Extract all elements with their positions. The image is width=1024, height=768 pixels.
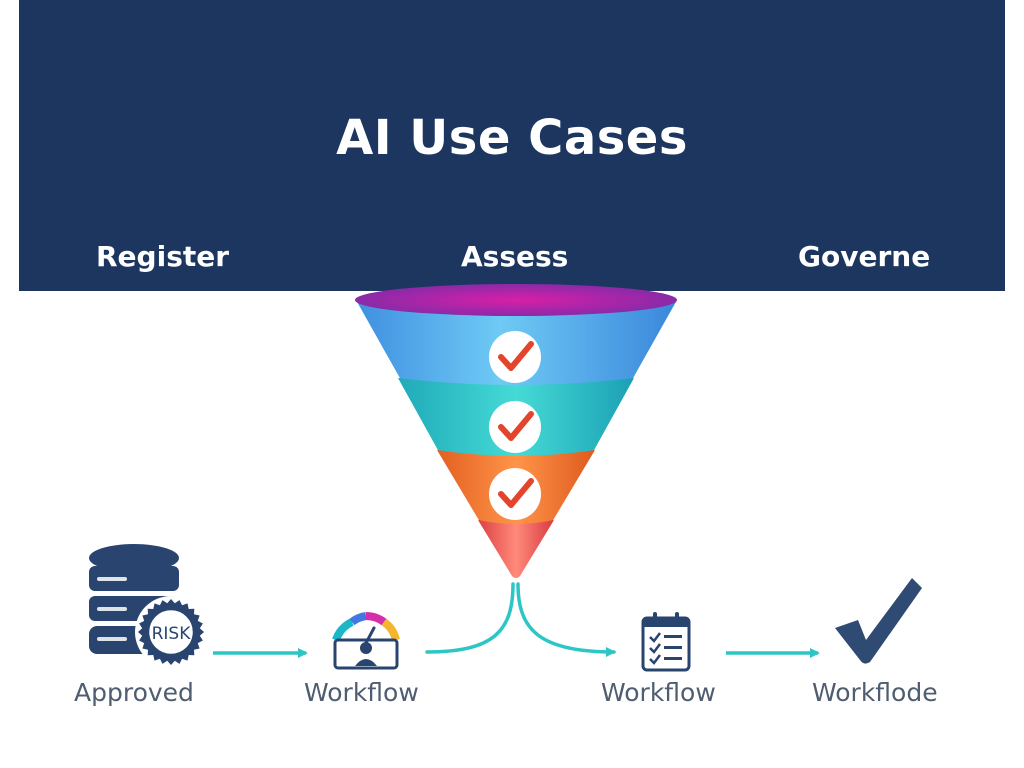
stage-register-label: Register: [96, 240, 230, 273]
flow-line-left: [425, 582, 515, 654]
flow-arrow-right: [516, 582, 616, 657]
check-badge-icon: [489, 331, 541, 383]
checkmark-icon: [835, 578, 922, 664]
risk-seal-icon: RISK: [135, 596, 207, 668]
step-label-workflow-2: Workflow: [601, 678, 716, 707]
risk-badge-text: RISK: [152, 624, 192, 644]
page-title: AI Use Cases: [336, 110, 688, 166]
check-badge-icon: [489, 401, 541, 453]
stage-assess-label: Assess: [461, 240, 569, 273]
checklist-icon: [641, 612, 691, 672]
gauge-icon: [332, 612, 400, 670]
step-label-workflow-1: Workflow: [304, 678, 419, 707]
check-badge-icon: [489, 468, 541, 520]
funnel-top-rim: [355, 284, 677, 316]
step-label-approved: Approved: [74, 678, 194, 707]
step-label-workflode: Workflode: [812, 678, 938, 707]
funnel-tip: [478, 520, 554, 578]
stage-governe-label: Governe: [798, 240, 931, 273]
header-banner: [19, 0, 1005, 291]
